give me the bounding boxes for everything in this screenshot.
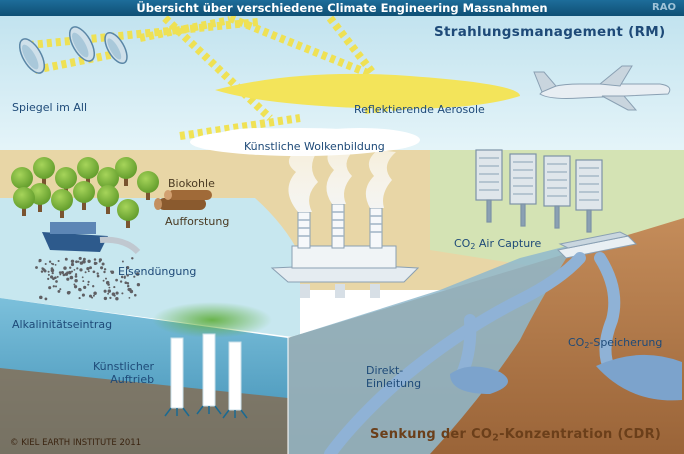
aerosol-layer (215, 73, 520, 109)
upwelling-tubes (164, 333, 248, 419)
biochar-logs (154, 190, 212, 210)
airplane (533, 65, 671, 111)
section-label-radiation-management: Strahlungsmanagement (RM) (434, 24, 666, 40)
label-cloud-seeding: Künstliche Wolkenbildung (244, 140, 385, 153)
alkalinity-glow (152, 302, 272, 338)
label-direct-injection: Direkt-Einleitung (366, 364, 422, 390)
corner-tag: RAO (652, 2, 676, 13)
label-space-mirrors: Spiegel im All (12, 101, 87, 114)
forest (11, 157, 159, 228)
cloud (190, 128, 420, 156)
co2-reservoirs (450, 354, 682, 401)
iron-ship (42, 222, 141, 255)
label-alkalinity: Alkalinitätseintrag (12, 318, 113, 331)
tree (11, 167, 33, 189)
label-iron-fertilization: Eisendüngung (118, 265, 197, 278)
tree (13, 187, 35, 209)
tree (55, 167, 77, 189)
space-mirrors (18, 26, 128, 74)
tree (115, 157, 137, 179)
cloud-seeding-ship (270, 203, 420, 298)
label-co2-storage: CO2-Speicherung (568, 336, 663, 350)
page-title: Übersicht über verschiedene Climate Engi… (136, 1, 548, 15)
tree (77, 157, 99, 179)
copyright-credit: © KIEL EARTH INSTITUTE 2011 (10, 438, 142, 448)
tree (73, 181, 95, 203)
title-bar (0, 0, 684, 16)
iron-particles (35, 256, 141, 301)
tree (97, 185, 119, 207)
tree (33, 157, 55, 179)
tree (137, 171, 159, 193)
label-afforestation: Aufforstung (165, 215, 230, 228)
tree (97, 167, 119, 189)
label-biochar: Biokohle (168, 177, 215, 190)
tree (117, 199, 139, 221)
tree (51, 189, 73, 211)
vapor-plumes (288, 146, 396, 212)
air-capture-panels (475, 149, 603, 233)
label-aerosols: Reflektierende Aerosole (354, 103, 485, 116)
capture-plant (556, 231, 638, 259)
label-air-capture: CO2 Air Capture (454, 237, 542, 251)
section-label-cdr: Senkung der CO2-Konzentration (CDR) (370, 427, 662, 444)
